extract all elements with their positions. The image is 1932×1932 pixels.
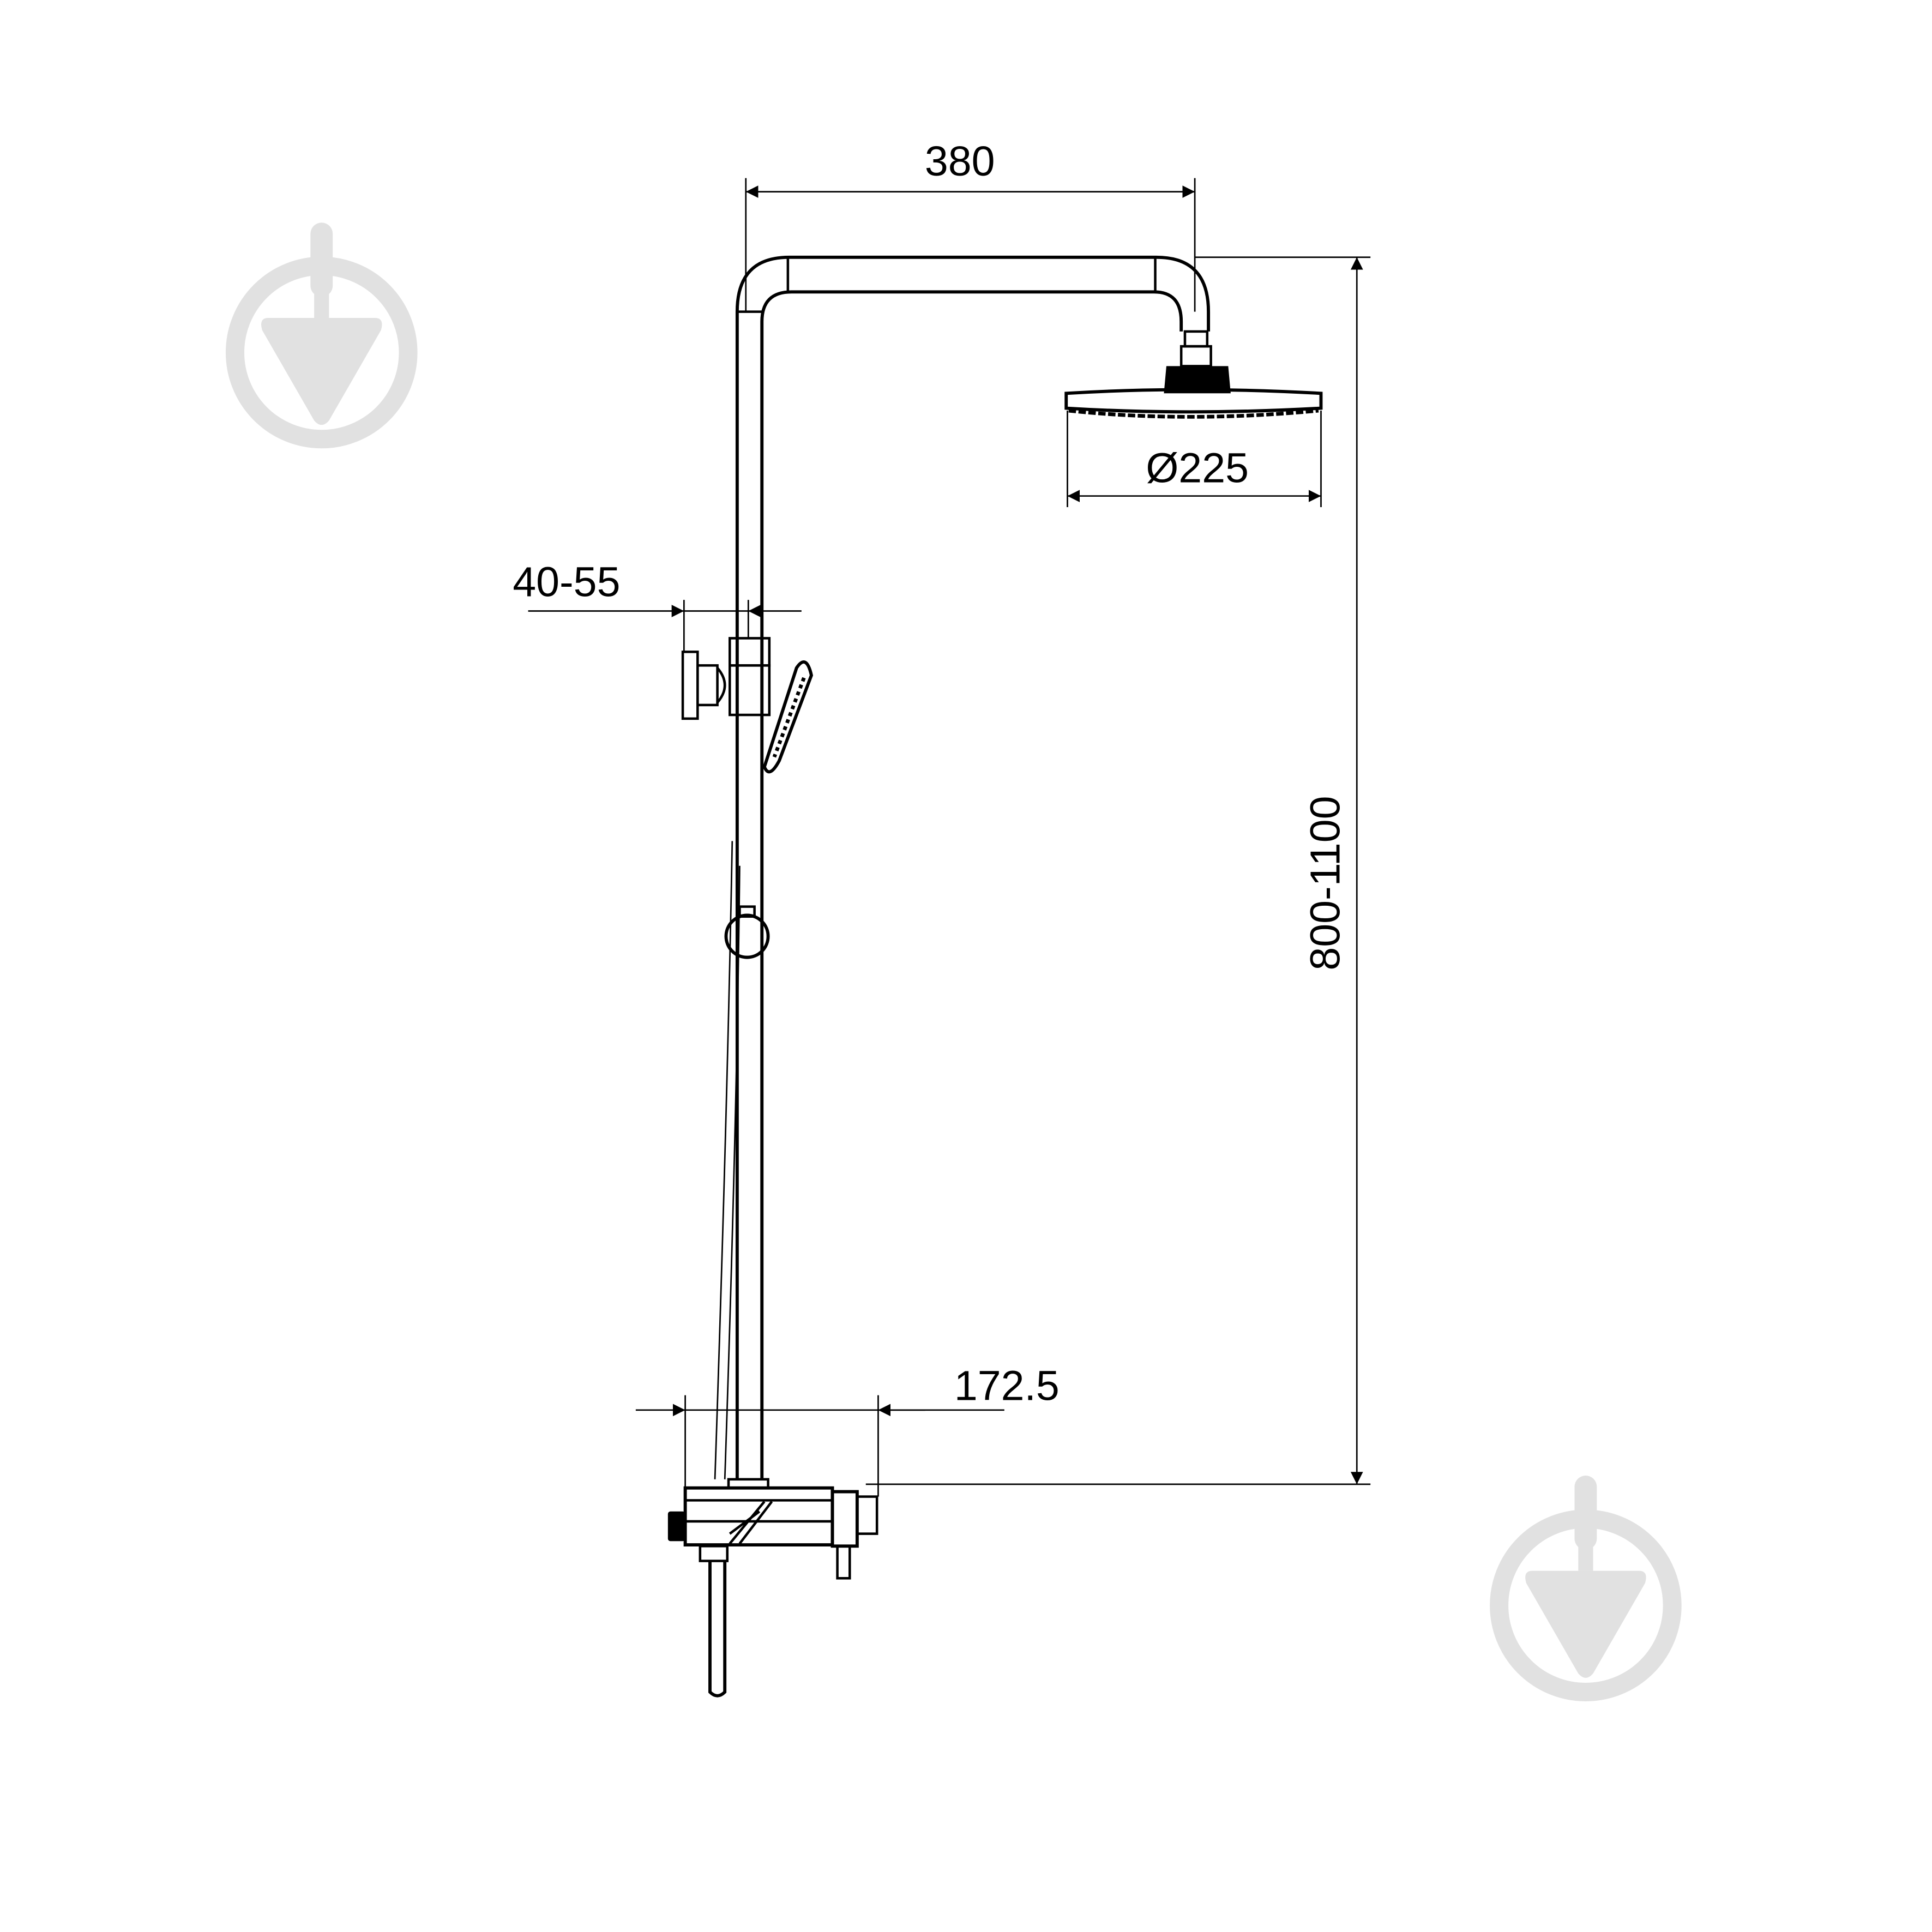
dimension-label: 40-55 [513,558,620,605]
hand-shower-holder [681,637,771,720]
trowel-logo-icon [225,222,418,449]
dimension-label: 380 [925,138,995,185]
dimension-label: 800-1100 [1302,796,1349,970]
thermostatic-mixer [667,1478,878,1698]
dimension-arm-length: 380 [745,138,1196,312]
dimension-head-diameter: Ø225 [1067,411,1322,507]
trowel-logo-icon [1490,1476,1682,1701]
dimension-mixer-depth: 172.5 [635,1363,1060,1497]
dimension-height-range: 800-1100 [865,256,1371,1485]
hand-shower [762,660,814,774]
dimension-holder-offset: 40-55 [513,558,802,652]
dimension-label: 172.5 [954,1363,1060,1410]
rain-shower-head [1064,330,1323,419]
riser-pipe [735,255,1211,1479]
dimension-label: Ø225 [1146,445,1249,492]
slider-knob [724,905,770,959]
